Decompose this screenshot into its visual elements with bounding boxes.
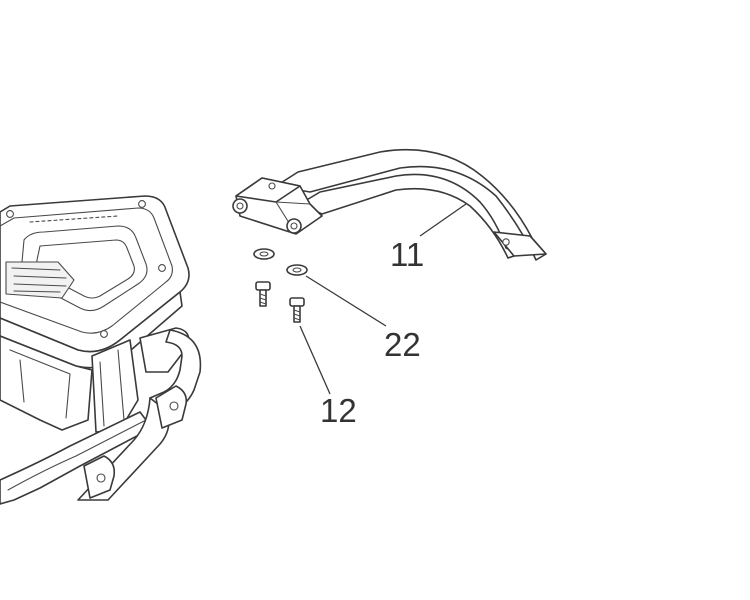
vertical-bracket (91, 339, 139, 433)
leader-line-11 (419, 203, 467, 237)
callout-part-22: 22 (384, 326, 421, 363)
bolts-part (255, 281, 305, 323)
grab-handle-end-plate (493, 231, 547, 257)
washer-left (253, 248, 275, 260)
washers-part (253, 248, 308, 276)
bolt-right (289, 297, 305, 323)
end-plate-hole (502, 238, 510, 246)
bolt-hole (100, 330, 108, 338)
leader-line-12 (299, 325, 331, 395)
frame-tube-lower (0, 411, 153, 505)
bolt-left (255, 281, 271, 307)
bolt-hole (6, 210, 14, 218)
callout-part-12: 12 (320, 392, 357, 429)
leader-line-22 (305, 275, 387, 327)
mounting-block-top (235, 177, 301, 203)
rear-subframe-assembly (0, 195, 202, 505)
carrier-plate-inner-rim (0, 207, 173, 334)
callout-part-11: 11 (390, 236, 424, 273)
bolt-hole (138, 200, 146, 208)
grab-handle-part (232, 149, 547, 261)
bolt-hole (158, 264, 166, 272)
washer-right (286, 264, 308, 276)
side-panel (0, 335, 93, 431)
carrier-grip-area (5, 261, 75, 299)
bushing-right (286, 218, 302, 234)
bushing-left (232, 198, 248, 214)
